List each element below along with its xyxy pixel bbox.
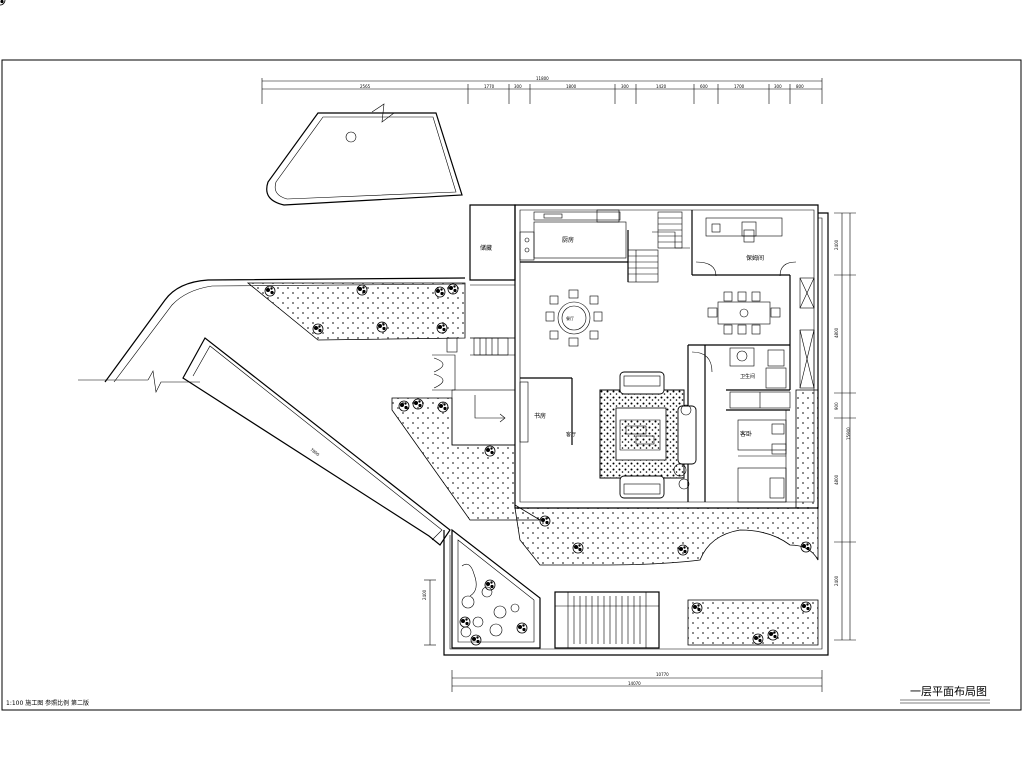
- dim-ramp: 7800: [309, 447, 320, 457]
- dim-bottom-2: 14070: [628, 681, 641, 686]
- bed-bottom-right: [687, 599, 819, 646]
- dim-top-total: 11800: [536, 76, 549, 81]
- right-cabinets: [799, 277, 815, 389]
- dim-top-9: 300: [774, 84, 782, 89]
- dim-right-5: 2400: [834, 575, 839, 586]
- top-terrace: [266, 103, 463, 206]
- room-label-dining: 餐厅: [566, 315, 574, 321]
- dim-left: 2400: [422, 589, 427, 600]
- title-block: 一层平面布局图: [900, 685, 990, 704]
- room-label-study: 书房: [534, 412, 546, 420]
- planting-beds: [246, 282, 819, 646]
- dim-top-1: 2565: [360, 84, 371, 89]
- dim-top-10: 800: [796, 84, 804, 89]
- dim-bottom-1: 10770: [656, 672, 669, 677]
- dim-top-3: 300: [514, 84, 522, 89]
- dim-top-7: 600: [700, 84, 708, 89]
- entry-steps: [554, 591, 660, 649]
- driveway-ramps: 7800: [78, 277, 466, 546]
- room-label-guest-bedroom: 客卧: [740, 430, 752, 438]
- room-label-storage: 储藏: [480, 244, 492, 252]
- dim-top-2: 1770: [484, 84, 495, 89]
- maid-room: 保姆间: [695, 217, 797, 277]
- dim-right-2: 4800: [834, 327, 839, 338]
- footnote: 1:100 施工图 参照比例 第二版: [6, 699, 89, 707]
- kitchen: 厨房: [519, 209, 627, 261]
- bathroom: 卫生间: [691, 347, 791, 409]
- dim-right-1: 2400: [834, 239, 839, 250]
- rect-dining-table: [707, 291, 781, 335]
- dim-top-8: 1700: [734, 84, 745, 89]
- dim-top-6: 1420: [656, 84, 667, 89]
- rock-garden: [451, 528, 541, 649]
- room-label-bathroom: 卫生间: [740, 373, 755, 380]
- dim-top-4: 1800: [566, 84, 577, 89]
- bed-bottom-strip: [514, 507, 819, 566]
- dim-top-5: 300: [621, 84, 629, 89]
- shrub-icon: [0, 0, 6, 6]
- dim-right-total: 15900: [846, 427, 851, 440]
- top-dimension-chain: 11800 2565 1770 300 1800 300 1420 600 17…: [261, 76, 823, 104]
- study: 书房: [519, 381, 546, 443]
- drawing-title: 一层平面布局图: [910, 685, 987, 698]
- drawing-frame: [1, 59, 1022, 711]
- room-label-maid: 保姆间: [746, 254, 764, 262]
- room-label-living: 客厅: [566, 431, 576, 438]
- entrance-doors: [432, 337, 458, 391]
- left-dimension: 2400: [422, 579, 436, 646]
- living-room: 客厅: [566, 371, 697, 499]
- staircase: [451, 211, 690, 446]
- guest-bedroom: 客卧: [737, 410, 787, 503]
- shrubs: [0, 0, 812, 645]
- bottom-dimension-chain: 10770 14070: [451, 670, 823, 692]
- dim-right-4: 4800: [834, 474, 839, 485]
- dim-right-3: 900: [834, 402, 839, 410]
- bed-upper-left: [246, 282, 466, 341]
- round-dining-table: 餐厅: [545, 289, 603, 347]
- right-dimension-chain: 2400 4800 900 4800 2400 15900: [834, 212, 856, 641]
- room-label-kitchen: 厨房: [562, 236, 574, 244]
- bed-right-strip: [795, 389, 819, 509]
- site-boundary: [443, 212, 829, 656]
